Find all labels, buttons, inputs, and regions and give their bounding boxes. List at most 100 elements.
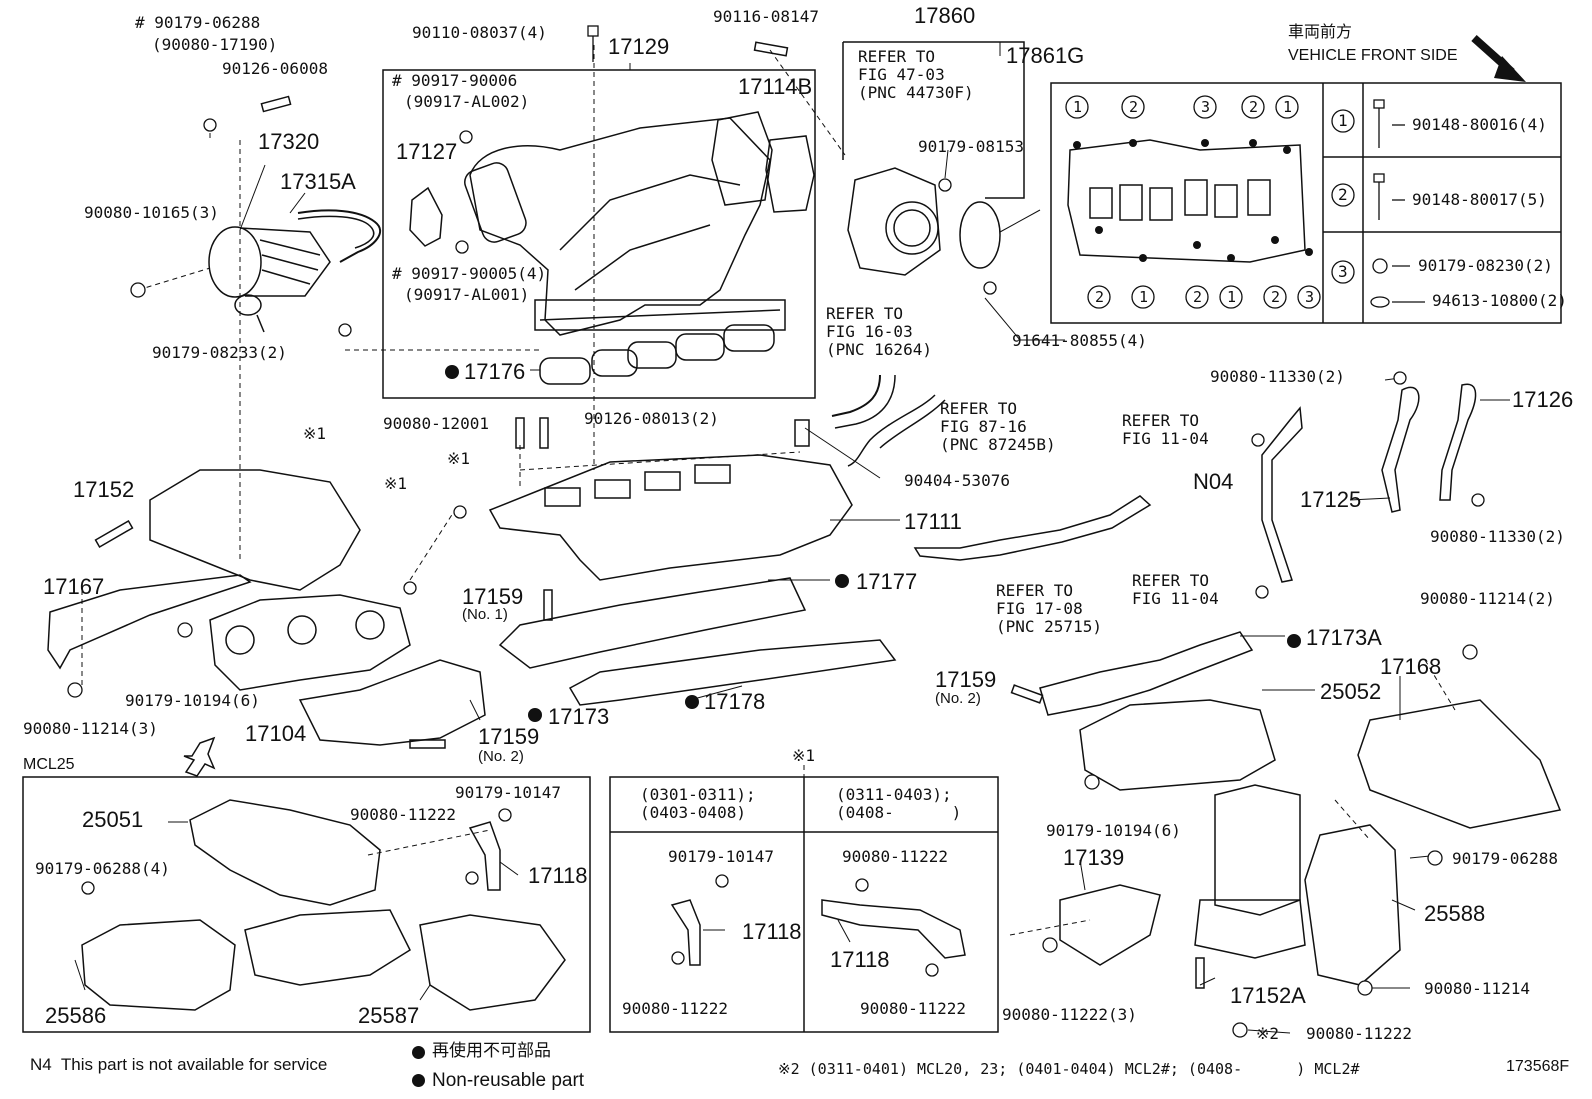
gasket-bolt-table-frame (1050, 82, 1562, 324)
label-17173a[interactable]: 17173A (1306, 625, 1382, 650)
label-90080-11222-bottom[interactable]: 90080-11222 (1306, 1024, 1412, 1043)
label-90080-11330-top[interactable]: 90080-11330(2) (1210, 367, 1345, 386)
label-17152[interactable]: 17152 (73, 477, 135, 502)
label-25052[interactable]: 25052 (1320, 679, 1382, 704)
gasket-17173a-shape (1039, 631, 1254, 716)
label-90179-08233[interactable]: 90179-08233(2) (152, 343, 287, 362)
label-refer-fig16[interactable]: REFER TO FIG 16-03 (PNC 16264) (826, 304, 932, 359)
label-refer-fig17[interactable]: REFER TO FIG 17-08 (PNC 25715) (996, 581, 1102, 636)
table-row4-part[interactable]: 94613-10800(2) (1432, 291, 1567, 310)
table-bolt-1-icon (1373, 99, 1385, 109)
label-90116-08147[interactable]: 90116-08147 (713, 7, 819, 26)
label-90126-08013[interactable]: 90126-08013(2) (584, 409, 719, 428)
label-17152a[interactable]: 17152A (1230, 983, 1306, 1008)
label-17315a[interactable]: 17315A (280, 169, 356, 194)
label-17861g[interactable]: 17861G (1006, 43, 1085, 68)
label-17167[interactable]: 17167 (43, 574, 105, 599)
label-note1-c: ※1 (384, 474, 408, 493)
label-17127[interactable]: 17127 (396, 139, 458, 164)
label-90179-08153[interactable]: 90179-08153 (918, 137, 1024, 156)
bolt-1396-icon (1393, 371, 1407, 385)
insulator-17139-shape (1059, 884, 1161, 966)
label-90080-11214-3[interactable]: 90080-11214(3) (23, 719, 158, 738)
label-17159-no1[interactable]: 17159 (462, 584, 524, 609)
stud-17152a-icon (1195, 957, 1205, 989)
nut-fn-10147-icon (715, 874, 729, 888)
label-90126-06008[interactable]: 90126-06008 (222, 59, 328, 78)
label-17159-no2-right[interactable]: 17159 (935, 667, 997, 692)
catalyst-25588-shape (1304, 824, 1401, 986)
label-refer-fig11-bot[interactable]: REFER TO FIG 11-04 (1132, 571, 1219, 608)
label-90179-06288-right[interactable]: 90179-06288 (1452, 849, 1558, 868)
label-90917-90006[interactable]: # 90917-90006 (392, 71, 518, 90)
note-n4: N4 This part is not available for servic… (30, 1055, 328, 1074)
fn-col1-mid[interactable]: 17118 (742, 919, 802, 944)
vehicle-front-jp: 車両前方 (1288, 24, 1353, 41)
label-90179-10147-mcl[interactable]: 90179-10147 (455, 783, 561, 802)
heat-insulator-17167-shape (47, 574, 252, 670)
label-90110-08037[interactable]: 90110-08037(4) (412, 23, 547, 42)
label-90917-90005[interactable]: # 90917-90005(4) (392, 264, 547, 283)
fn-col1-bot[interactable]: 90080-11222 (622, 999, 728, 1018)
label-25587[interactable]: 25587 (358, 1003, 420, 1028)
bolt-90080-11214-right-icon (1357, 980, 1373, 996)
label-17129[interactable]: 17129 (608, 34, 670, 59)
label-90917-al002[interactable]: (90917-AL002) (404, 92, 530, 111)
label-90080-11214-2[interactable]: 90080-11214(2) (1420, 589, 1555, 608)
fn-col2-top[interactable]: 90080-11222 (842, 847, 948, 866)
label-90080-12001[interactable]: 90080-12001 (383, 414, 489, 433)
label-90080-11214-right[interactable]: 90080-11214 (1424, 979, 1530, 998)
table-nut-3-icon (1372, 258, 1388, 274)
bolt-fn-right-bot-icon (925, 963, 939, 977)
label-90080-11330-bot[interactable]: 90080-11330(2) (1430, 527, 1565, 546)
label-refer-fig11-top[interactable]: REFER TO FIG 11-04 (1122, 411, 1209, 448)
label-no2-right: (No. 2) (935, 690, 981, 707)
table-row2-part[interactable]: 90148-80017(5) (1412, 190, 1547, 209)
fn-col2-bot[interactable]: 90080-11222 (860, 999, 966, 1018)
label-90080-10165[interactable]: 90080-10165(3) (84, 203, 219, 222)
label-90179-10194-right[interactable]: 90179-10194(6) (1046, 821, 1181, 840)
label-90080-11222-3[interactable]: 90080-11222(3) (1002, 1005, 1137, 1024)
label-17118-mcl[interactable]: 17118 (528, 863, 588, 888)
label-17104[interactable]: 17104 (245, 721, 307, 746)
label-90179-06288-4[interactable]: 90179-06288(4) (35, 859, 170, 878)
label-91641-80855[interactable]: 91641-80855(4) (1012, 331, 1147, 350)
stud-17159-no1-icon (543, 589, 553, 621)
bolt-1262-icon (1255, 585, 1269, 599)
label-n04[interactable]: N04 (1193, 469, 1234, 494)
gasket-17178-shape (568, 639, 897, 706)
fn-col2-mid[interactable]: 17118 (830, 947, 890, 972)
label-17111[interactable]: 17111 (904, 509, 962, 534)
label-17139[interactable]: 17139 (1063, 845, 1125, 870)
label-90404-53076[interactable]: 90404-53076 (904, 471, 1010, 490)
label-17176[interactable]: 17176 (464, 359, 526, 384)
label-refer-fig47[interactable]: REFER TO FIG 47-03 (PNC 44730F) (858, 47, 974, 102)
stud-90080-12001-icon (515, 417, 525, 449)
label-90179-10194-left[interactable]: 90179-10194(6) (125, 691, 260, 710)
label-90080-17190[interactable]: (90080-17190) (152, 35, 278, 54)
nut-90179-08233-icon (338, 323, 352, 337)
table-row1-part[interactable]: 90148-80016(4) (1412, 115, 1547, 134)
label-25588[interactable]: 25588 (1424, 901, 1486, 926)
label-17168[interactable]: 17168 (1380, 654, 1442, 679)
nut-left-bracket-icon (403, 581, 417, 595)
table-row3-part[interactable]: 90179-08230(2) (1418, 256, 1553, 275)
fn-col1-top[interactable]: 90179-10147 (668, 847, 774, 866)
vehicle-front-en: VEHICLE FRONT SIDE (1288, 47, 1458, 64)
fn-bracket-left-shape (670, 899, 701, 966)
label-17159-no2-left[interactable]: 17159 (478, 724, 540, 749)
label-17860[interactable]: 17860 (914, 3, 976, 28)
label-17177[interactable]: 17177 (856, 569, 918, 594)
label-90179-06288[interactable]: # 90179-06288 (135, 13, 261, 32)
label-17320[interactable]: 17320 (258, 129, 320, 154)
label-17126[interactable]: 17126 (1512, 387, 1574, 412)
label-90917-al001[interactable]: (90917-AL001) (404, 285, 530, 304)
label-17114b[interactable]: 17114B (738, 74, 813, 99)
label-17173[interactable]: 17173 (548, 704, 610, 729)
label-17125[interactable]: 17125 (1300, 487, 1362, 512)
label-25051[interactable]: 25051 (82, 807, 144, 832)
label-25586[interactable]: 25586 (45, 1003, 107, 1028)
label-90080-11222-mcl[interactable]: 90080-11222 (350, 805, 456, 824)
label-refer-fig87[interactable]: REFER TO FIG 87-16 (PNC 87245B) (940, 399, 1056, 454)
label-17178[interactable]: 17178 (704, 689, 766, 714)
